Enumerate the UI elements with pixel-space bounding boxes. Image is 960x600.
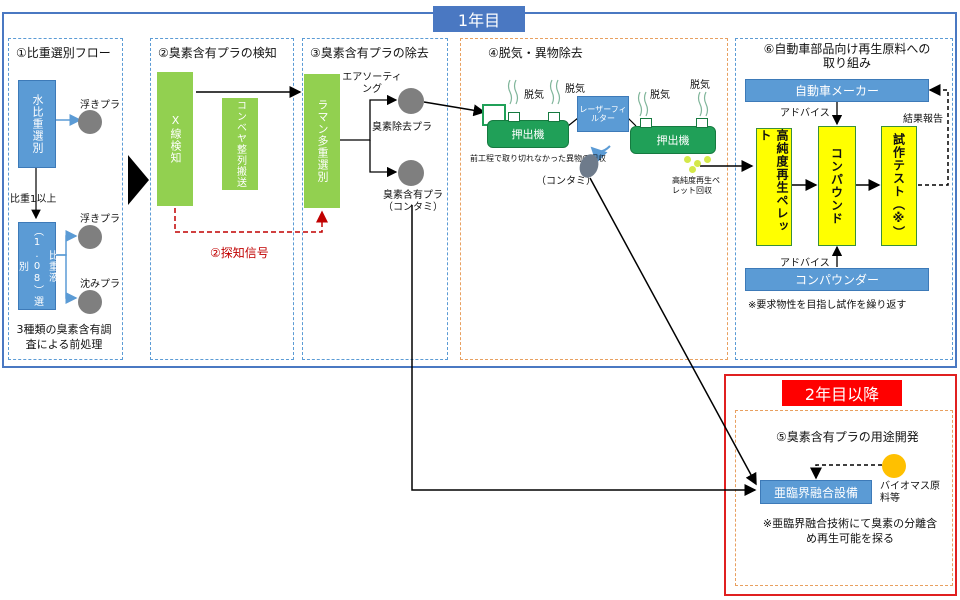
vent-port-4 (696, 118, 708, 128)
float-plastic-label-1: 浮きプラ (80, 100, 120, 111)
biomass-material (882, 454, 906, 478)
sink-plastic (78, 290, 102, 314)
degas-label-3: 脱気 (650, 90, 670, 101)
extruder-1: 押出機 (487, 120, 569, 148)
biomass-label: バイオマス原料等 (880, 481, 940, 504)
panel-6 (735, 38, 953, 360)
panel-3-title: ③臭素含有プラの除去 (310, 46, 429, 60)
panel-1-title: ①比重選別フロー (16, 46, 111, 60)
vent-port-2 (548, 112, 560, 122)
panel-4 (460, 38, 728, 360)
panel-5 (735, 410, 953, 586)
panel-4-title: ④脱気・異物除去 (488, 46, 583, 60)
raman-sorter-box: ラマン多重選別 (304, 74, 340, 208)
compounder-box: コンパウンダー (745, 268, 929, 291)
conveyor-box: コンベヤ整列搬送 (222, 98, 258, 190)
detection-signal-label: ②探知信号 (210, 246, 269, 260)
panel-6-title: ⑥自動車部品向け再生原料への取り組み (763, 42, 931, 70)
degas-label-2: 脱気 (565, 84, 585, 95)
high-purity-pellet-box: 高純度再生ペレット (756, 128, 792, 246)
automaker-box: 自動車メーカー (745, 79, 929, 102)
specific-gravity-condition: 比重1以上 (10, 194, 57, 205)
year1-label: 1年目 (433, 6, 525, 32)
trial-test-box: 試作テスト（※） (881, 126, 917, 246)
panel-1 (8, 38, 123, 360)
air-sorting-label: エアソーティング (342, 72, 402, 95)
advice-label-1: アドバイス (780, 108, 830, 119)
advice-label-2: アドバイス (780, 258, 830, 269)
panel-5-note: ※亜臨界融合技術にて臭素の分離含め再生可能を探る (762, 517, 938, 545)
panel-1-note: 3種類の臭素含有調査による前処理 (16, 323, 112, 351)
year2-frame (724, 374, 957, 596)
degas-label-1: 脱気 (524, 90, 544, 101)
panel-2-title: ②臭素含有プラの検知 (158, 46, 277, 60)
vent-port-3 (640, 118, 652, 128)
water-separation-box: 水比重選別 (18, 80, 56, 168)
compound-box: コンパウンド (818, 126, 856, 246)
foreign-matter-note: 前工程で取り切れなかった異物の回収 (470, 154, 606, 163)
pellet-dot-2 (694, 160, 701, 167)
year2-label: 2年目以降 (782, 380, 902, 406)
laser-filter-box: レーザーフィルター (577, 96, 629, 132)
pellet-recovery-label: 高純度再生ペレット回収 (672, 176, 720, 195)
removed-plastic-label: 臭素除去プラ (372, 122, 432, 133)
panel-2 (150, 38, 294, 360)
panel-3 (302, 38, 448, 360)
contaminated-plastic-label: 臭素含有プラ（コンタミ） (383, 190, 443, 213)
removed-plastic (398, 88, 424, 114)
subcritical-fusion-equipment: 亜臨界融合設備 (760, 480, 872, 504)
vent-port-1 (508, 112, 520, 122)
panel-6-footnote: ※要求物性を目指し試作を繰り返す (748, 300, 907, 311)
extruder-2: 押出機 (630, 126, 716, 154)
pellet-dot-1 (684, 156, 691, 163)
pellet-dot-4 (689, 166, 696, 173)
xray-detection-box: X線検知 (157, 72, 193, 206)
contami-label: （コンタミ） (536, 176, 596, 187)
report-label: 結果報告 (903, 114, 943, 125)
float-plastic-1 (78, 110, 102, 134)
pellet-dot-3 (704, 156, 711, 163)
float-plastic-2 (78, 225, 102, 249)
contaminated-plastic (398, 160, 424, 186)
degas-label-4: 脱気 (690, 80, 710, 91)
panel-5-title: ⑤臭素含有プラの用途開発 (776, 430, 919, 444)
sink-plastic-label: 沈みプラ (80, 279, 120, 290)
float-plastic-label-2: 浮きプラ (80, 214, 120, 225)
liquid-separation-box: 比重液（1.08）選別 (17, 222, 58, 310)
